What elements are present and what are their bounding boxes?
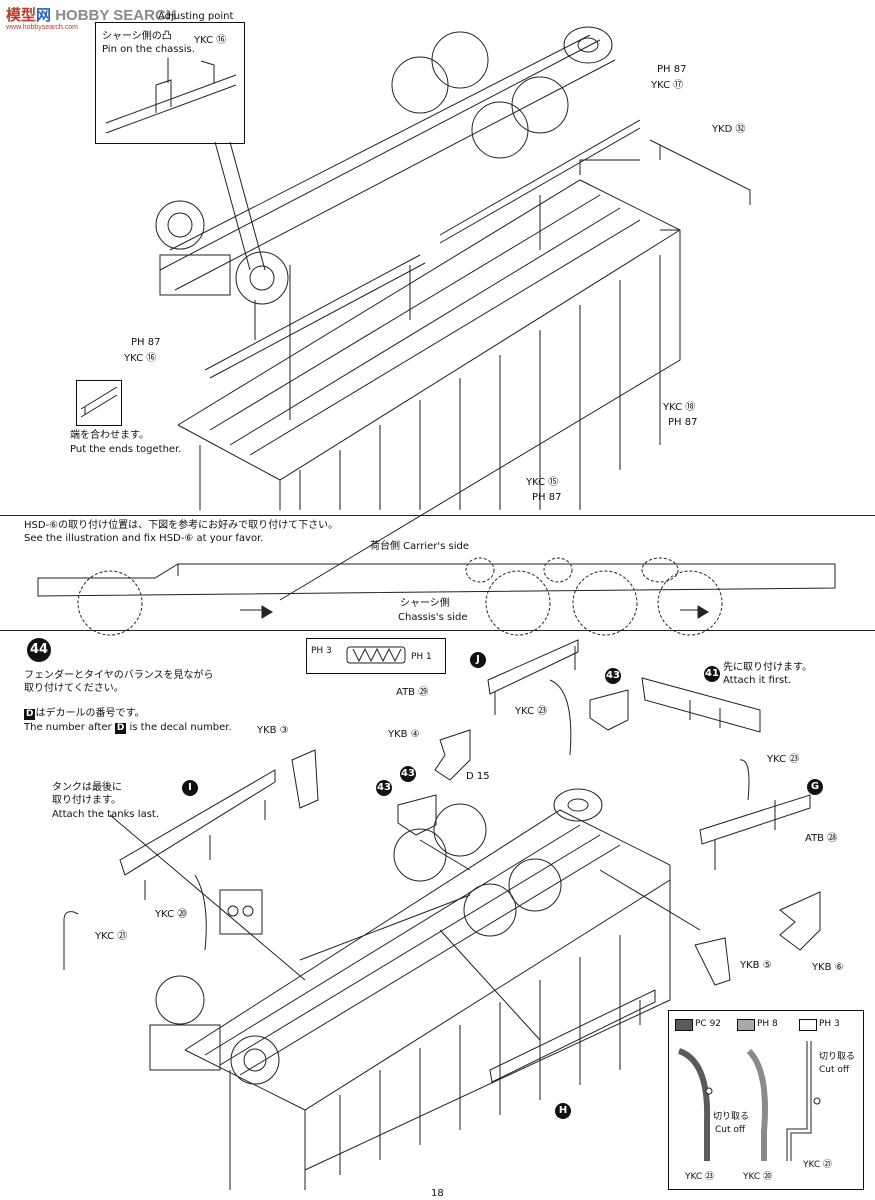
hsd-en-text: See the illustration and fix HSD-⑥ at yo… [24, 533, 264, 544]
chassis-carrier-drawing [155, 26, 751, 601]
ykc17-label: YKC ⑰ [651, 80, 684, 91]
ykc15-label: YKC ⑮ [526, 477, 559, 488]
carrier-side-label: 荷台側 Carrier's side [370, 541, 470, 552]
atb29-label: ATB ㉙ [396, 687, 429, 698]
marker-g: G [807, 779, 823, 795]
grille-paint-box: PH 3 PH 1 [306, 638, 446, 674]
inset-drawing [105, 58, 237, 134]
ykb5-label: YKB ⑤ [740, 960, 772, 971]
marker-i: I [182, 780, 198, 796]
ends-en-label: Put the ends together. [70, 444, 182, 455]
atb28-label: ATB ㉘ [805, 833, 838, 844]
page-number: 18 [431, 1188, 444, 1199]
ends-together-detail [76, 380, 122, 426]
chassis-jp-label: シャーシ側 [400, 598, 450, 609]
ph87-b-label: PH 87 [131, 337, 161, 348]
ph-box-left-label: PH 3 [311, 646, 332, 656]
legend-ph3-label: PH 3 [819, 1019, 840, 1029]
inset-part-label: YKC ⑯ [194, 35, 227, 46]
step44-intro-jp-2: 取り付けてください。 [24, 683, 124, 694]
marker-43-b: 43 [400, 766, 416, 782]
cut-off-en-1: Cut off [715, 1125, 746, 1135]
ph-box-right-label: PH 1 [411, 652, 432, 662]
watermark-blue: 网 [36, 7, 52, 24]
marker-h: H [555, 1103, 571, 1119]
inset-header: Adjusting point [158, 11, 234, 22]
decal-note-en-post: is the decal number. [129, 722, 232, 733]
legend-pc92-label: PC 92 [695, 1019, 722, 1029]
ph87-c-label: PH 87 [668, 417, 698, 428]
legend-swatch-pc92 [675, 1019, 693, 1031]
marker-j: J [470, 652, 486, 668]
section-divider-bottom [0, 630, 875, 631]
ykc21-label: YKC ㉑ [95, 931, 128, 942]
marker-41: 41 [704, 666, 720, 682]
first-en-label: Attach it first. [723, 675, 792, 686]
legend-swatch-ph3 [799, 1019, 817, 1031]
cut-off-jp-2: 切り取る [819, 1052, 856, 1062]
hose-ykc23-label: YKC ㉓ [685, 1172, 715, 1182]
ykb3-label: YKB ③ [257, 725, 289, 736]
cut-off-en-2: Cut off [819, 1065, 850, 1075]
paint-legend-box: PC 92 PH 8 PH 3 切り取る Cut off 切り取る Cut of… [668, 1010, 864, 1190]
adjusting-point-inset: シャーシ側の凸 Pin on the chassis. YKC ⑯ [95, 22, 245, 144]
tanks-jp-1: タンクは最後に [52, 782, 122, 793]
ph87-a-label: PH 87 [657, 64, 687, 75]
hsd-jp-text: HSD-⑥の取り付け位置は、下図を参考にお好みで取り付けて下さい。 [24, 520, 339, 531]
chassis-en-label: Chassis's side [398, 612, 468, 623]
decal-letter-tag-2: D [114, 723, 127, 734]
legend-swatch-ph8 [737, 1019, 755, 1031]
decal-note-jp-text: はデカールの番号です。 [35, 708, 145, 719]
d15-label: D 15 [466, 771, 490, 782]
tanks-en: Attach the tanks last. [52, 809, 160, 820]
step-44-badge: 44 [27, 638, 51, 662]
side-view-drawing [37, 557, 836, 636]
first-jp-label: 先に取り付けます。 [723, 662, 812, 673]
decal-note-en: The number after D is the decal number. [24, 722, 232, 734]
hose-ykc20-label: YKC ⑳ [743, 1172, 773, 1182]
step44-assembly-drawing [63, 639, 821, 1190]
ykc23b-label: YKC ㉓ [767, 754, 800, 765]
grille-part-icon [346, 646, 406, 664]
watermark-brand: HOBBY SEARCH [55, 7, 177, 24]
decal-note-en-pre: The number after [24, 722, 112, 733]
tanks-jp-2: 取り付けます。 [52, 795, 121, 806]
watermark-logo: 模型网 HOBBY SEARCH www.hobbysearch.com [6, 4, 177, 31]
hose-parts-drawing [677, 1041, 821, 1161]
ykb6-label: YKB ⑥ [812, 962, 844, 973]
ph87-d-label: PH 87 [532, 492, 562, 503]
marker-43-c: 43 [376, 780, 392, 796]
ykc18-label: YKC ⑱ [663, 402, 696, 413]
ykd32-label: YKD ㉜ [712, 124, 746, 135]
watermark-url: www.hobbysearch.com [6, 24, 78, 31]
ykb4-label: YKB ④ [388, 729, 420, 740]
marker-43-a: 43 [605, 668, 621, 684]
step44-intro-jp-1: フェンダーとタイヤのバランスを見ながら [24, 670, 214, 681]
ykc16-label: YKC ⑯ [124, 353, 157, 364]
ykc20-label: YKC ⑳ [155, 909, 188, 920]
watermark-red: 模型 [6, 7, 37, 24]
inset-en-label: Pin on the chassis. [102, 44, 195, 55]
decal-letter-tag: D [24, 709, 36, 720]
ends-jp-label: 端を合わせます。 [70, 430, 149, 441]
section-divider-top [0, 515, 875, 516]
legend-ph8-label: PH 8 [757, 1019, 778, 1029]
inset-jp-label: シャーシ側の凸 [102, 31, 172, 42]
cut-off-jp-1: 切り取る [713, 1112, 750, 1122]
hose-ykc21-label: YKC ㉑ [803, 1160, 833, 1170]
ykc23a-label: YKC ㉓ [515, 706, 548, 717]
